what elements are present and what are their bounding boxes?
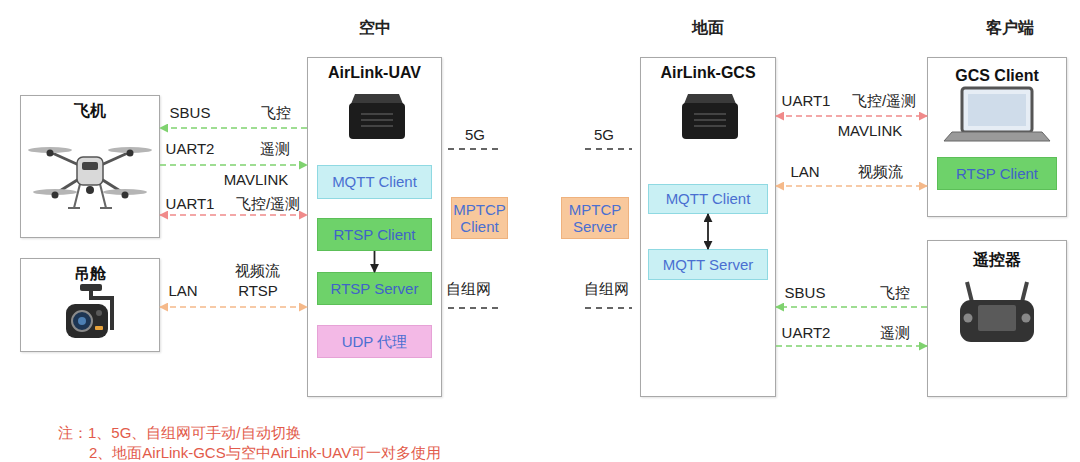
- internal-arrow: [374, 251, 376, 272]
- service-box: RTSP Server: [317, 272, 432, 305]
- client-box: GCS ClientRTSP Client: [927, 57, 1067, 217]
- box-label: MQTT Client: [666, 190, 751, 207]
- note: 2、地面AirLink-GCS与空中AirLink-UAV可一对多使用: [89, 445, 441, 462]
- airlink-device-illustration: [682, 94, 738, 139]
- interface-name: UART2: [782, 325, 831, 342]
- dashed-link-arrow: [160, 164, 307, 166]
- service-box: MQTT Client: [648, 184, 768, 214]
- drone-illustration: [28, 147, 152, 208]
- note: 注：1、5G、自组网可手动/自动切换: [58, 425, 301, 442]
- dashed-link-arrow: [776, 185, 927, 187]
- internal-arrow: [707, 214, 709, 249]
- service-box: MQTT Server: [648, 249, 768, 280]
- link-name: 自组网: [446, 281, 491, 298]
- signal-name: 遥测: [880, 325, 910, 342]
- service-box: RTSP Client: [317, 218, 432, 251]
- remote-controller-illustration: [960, 282, 1034, 342]
- box-label: MPTCP Server: [562, 201, 628, 236]
- box-label: MQTT Server: [663, 256, 754, 273]
- box-heading: 吊舱: [21, 264, 159, 285]
- device-box: 吊舱: [20, 258, 160, 352]
- signal-name: 飞控/遥测: [236, 196, 300, 213]
- box-label: RTSP Server: [331, 280, 419, 297]
- box-label: UDP 代理: [342, 333, 408, 350]
- service-box: UDP 代理: [317, 325, 432, 358]
- service-box: RTSP Client: [937, 157, 1057, 190]
- dashed-link-arrow: [776, 115, 927, 117]
- laptop-illustration: [944, 88, 1050, 141]
- gimbal-illustration: [66, 284, 112, 338]
- interface-name: SBUS: [170, 105, 211, 122]
- dashed-link-arrow: [160, 306, 307, 308]
- dashed-link-arrow: [160, 127, 307, 129]
- mesh-link-dash: [448, 307, 500, 309]
- box-heading: 飞机: [21, 101, 159, 122]
- signal-name: 视频流: [858, 164, 903, 181]
- interface-name: LAN: [790, 164, 819, 181]
- 5g-link-dash: [448, 148, 500, 150]
- box-label: MQTT Client: [332, 173, 417, 190]
- column-heading: 客户端: [986, 19, 1034, 37]
- box-heading: AirLink-GCS: [641, 64, 775, 82]
- device-box: 遥控器: [927, 240, 1067, 397]
- mesh-link-dash: [585, 307, 632, 309]
- box-label: RTSP Client: [956, 165, 1038, 182]
- dashed-link-arrow: [776, 306, 927, 308]
- box-heading: AirLink-UAV: [308, 64, 441, 82]
- dashed-link-arrow: [776, 345, 927, 347]
- column-heading: 地面: [692, 19, 724, 37]
- signal-name: 飞控: [261, 105, 291, 122]
- column-heading: 空中: [359, 19, 391, 37]
- signal-name: 遥测: [260, 141, 290, 158]
- device-box: 飞机: [20, 95, 160, 238]
- airlink-device-illustration: [349, 94, 405, 139]
- signal-name: 飞控/遥测: [852, 93, 916, 110]
- protocol-box: MPTCP Server: [561, 197, 629, 239]
- service-box: MQTT Client: [317, 165, 432, 199]
- module-box: AirLink-UAV MQTT ClientRTSP ClientRTSP Se…: [307, 57, 442, 397]
- interface-name: UART1: [166, 196, 215, 213]
- module-box: AirLink-GCS MQTT ClientMQTT Server: [640, 57, 776, 397]
- box-label: MPTCP Client: [452, 201, 507, 236]
- signal-name: 视频流: [235, 263, 280, 280]
- protocol-name: MAVLINK: [838, 123, 903, 140]
- 5g-link-dash: [585, 148, 632, 150]
- protocol-name: RTSP: [238, 283, 278, 300]
- protocol-box: MPTCP Client: [451, 197, 508, 239]
- box-heading: 遥控器: [928, 250, 1066, 271]
- link-name: 5G: [594, 127, 614, 144]
- interface-name: UART1: [782, 93, 831, 110]
- interface-name: SBUS: [785, 285, 826, 302]
- protocol-name: MAVLINK: [224, 172, 289, 189]
- link-name: 5G: [465, 127, 485, 144]
- box-heading: GCS Client: [928, 67, 1066, 85]
- interface-name: LAN: [168, 283, 197, 300]
- box-label: RTSP Client: [334, 226, 416, 243]
- link-name: 自组网: [584, 281, 629, 298]
- interface-name: UART2: [166, 141, 215, 158]
- signal-name: 飞控: [880, 285, 910, 302]
- dashed-link-arrow: [160, 214, 307, 216]
